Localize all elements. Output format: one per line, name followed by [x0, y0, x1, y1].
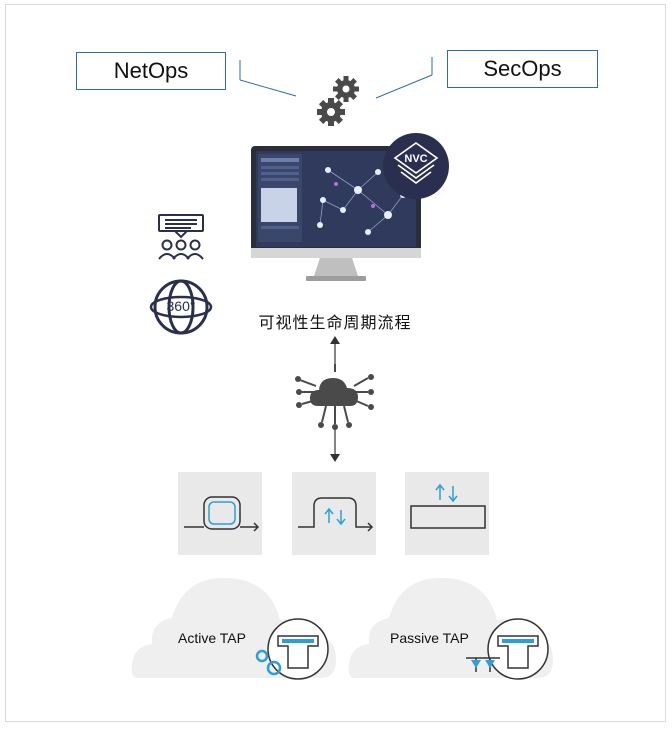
passive-tap-device-icon — [466, 618, 549, 680]
tap-mode-bypass-panel — [178, 472, 262, 555]
cloud-network-hub-icon — [295, 364, 374, 430]
secops-box: SecOps — [447, 50, 598, 88]
passive-tap-label: Passive TAP — [390, 630, 469, 646]
nvc-badge-label: NVC — [404, 153, 428, 165]
tap-mode-inline-panel — [292, 472, 376, 555]
visibility-lifecycle-caption: 可视性生命周期流程 — [258, 315, 412, 332]
gears-icon — [317, 76, 359, 126]
view-360-icon — [149, 279, 213, 335]
active-tap-device-icon — [255, 618, 329, 680]
view-360-label: 360° — [166, 298, 196, 314]
lifecycle-flow-arrows — [330, 336, 340, 462]
active-tap-label: Active TAP — [178, 630, 246, 646]
netops-box: NetOps — [76, 52, 226, 90]
audience-presentation-icon — [158, 214, 204, 260]
nvc-badge-icon — [383, 133, 449, 199]
monitor-screen — [251, 146, 421, 281]
tap-mode-span-panel — [405, 472, 489, 555]
